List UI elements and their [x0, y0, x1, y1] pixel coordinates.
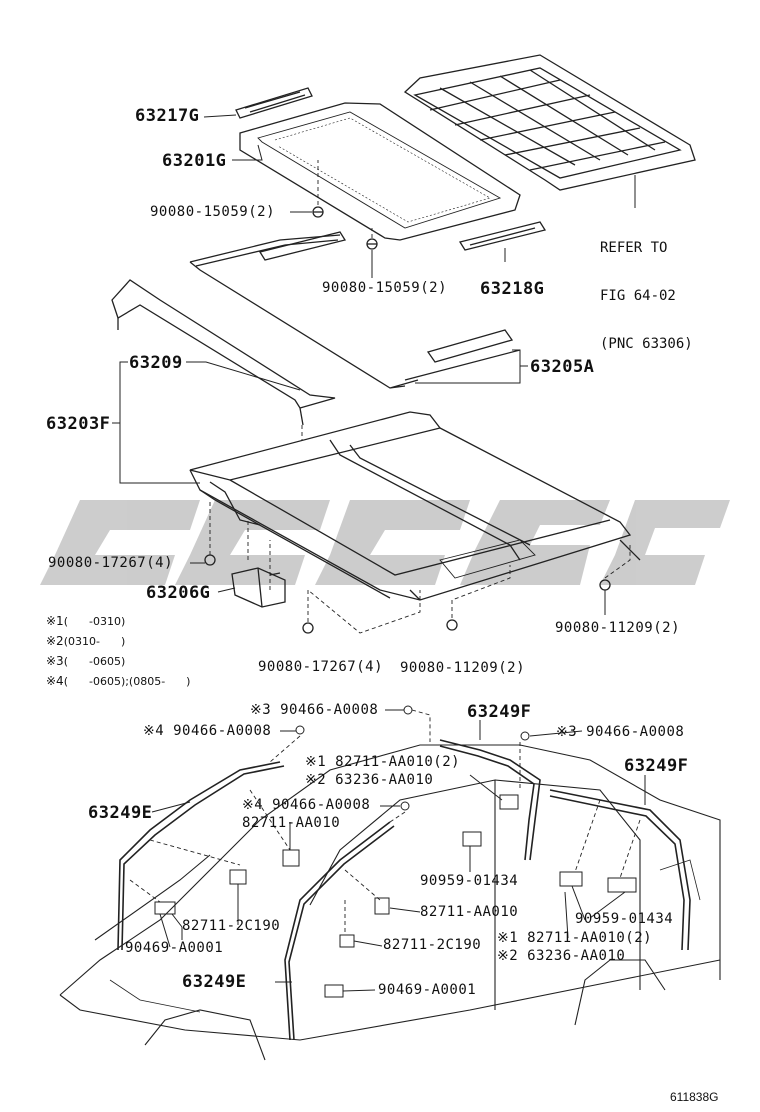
note-2: ※2(0310- ): [46, 634, 125, 648]
leader-lines-lower: [151, 709, 646, 992]
label-90080-17267-a: 90080-17267(4): [48, 555, 174, 571]
drain-hose-63249e-left: [117, 761, 285, 951]
wind-deflector-63209: [111, 279, 336, 426]
label-63249e-bottom: 63249E: [182, 972, 247, 992]
note-4-text: ( -0605);(0805- ): [63, 675, 191, 688]
label-63201g: 63201G: [162, 151, 227, 171]
screw-90080-15059-a: [312, 206, 324, 218]
sunroof-housing-63203f: [189, 411, 641, 601]
label-63249e-left: 63249E: [88, 803, 153, 823]
label-63249f-top: 63249F: [467, 702, 532, 722]
label-63209: 63209: [129, 353, 183, 373]
weatherstrip-63218g: [458, 221, 547, 251]
note-1-mark: ※1: [46, 614, 64, 628]
label-63249f-right: 63249F: [624, 756, 689, 776]
label-a4-90466-top: ※4 90466-A0008: [143, 723, 272, 739]
label-63217g: 63217G: [135, 106, 200, 126]
label-63203f: 63203F: [46, 414, 111, 434]
refer-line-3: (PNC 63306): [600, 336, 693, 352]
label-63205a: 63205A: [530, 357, 595, 377]
label-90959-left: 90959-01434: [420, 873, 519, 889]
drain-frame-63205a: [189, 231, 521, 389]
label-90080-15059-b: 90080-15059(2): [322, 280, 448, 296]
glass-panel-63201g: [239, 102, 521, 241]
note-1: ※1( -0310): [46, 614, 125, 628]
note-3-text: ( -0605): [63, 655, 126, 668]
refer-note: REFER TO FIG 64-02 (PNC 63306): [600, 208, 693, 384]
label-90080-15059-a: 90080-15059(2): [150, 204, 276, 220]
label-90080-11209-a: 90080-11209(2): [555, 620, 681, 636]
note-2-text: (0310- ): [63, 635, 126, 648]
label-a4-90466-mid: ※4 90466-A0008: [242, 797, 371, 813]
label-90959-right: 90959-01434: [575, 911, 674, 927]
note-1-text: ( -0310): [63, 615, 126, 628]
watermark-logo: [40, 500, 730, 585]
label-90080-17267-b: 90080-17267(4): [258, 659, 384, 675]
drain-hose-63249e-bottom: [284, 821, 395, 1041]
label-82711-2c190-mid: 82711-2C190: [383, 937, 482, 953]
figure-id: 611838G: [670, 1090, 719, 1104]
label-82711-2c190-left: 82711-2C190: [182, 918, 281, 934]
drain-hose-63249f-top: [439, 739, 541, 861]
drain-hose-63249f-right: [549, 789, 691, 951]
label-90469-bottom: 90469-A0001: [378, 982, 477, 998]
note-3-mark: ※3: [46, 654, 64, 668]
label-a3-90466-right: ※3 90466-A0008: [556, 724, 685, 740]
motor-63206g: [231, 567, 286, 608]
leader-lines-upper: [112, 114, 636, 615]
dashed-guides-upper: [209, 160, 631, 634]
label-a3-90466-top: ※3 90466-A0008: [250, 702, 379, 718]
label-82711-aa010-mid2: 82711-AA010: [420, 904, 519, 920]
refer-line-1: REFER TO: [600, 240, 668, 256]
label-63218g: 63218G: [480, 279, 545, 299]
sunshade-panel: [403, 54, 696, 191]
label-90080-11209-b: 90080-11209(2): [400, 660, 526, 676]
label-a1-82711-bottom: ※1 82711-AA010(2): [497, 930, 653, 946]
note-2-mark: ※2: [46, 634, 64, 648]
note-4-mark: ※4: [46, 674, 64, 688]
label-a2-63236-bottom: ※2 63236-AA010: [497, 948, 626, 964]
dashed-guides-lower: [129, 709, 641, 935]
refer-line-2: FIG 64-02: [600, 288, 676, 304]
label-63206g: 63206G: [146, 583, 211, 603]
weatherstrip-63217g: [235, 87, 313, 119]
label-90469-left: 90469-A0001: [125, 940, 224, 956]
screw-90080-17267-b: [302, 622, 314, 634]
screw-90080-11209-b: [446, 619, 458, 631]
note-3: ※3( -0605): [46, 654, 125, 668]
label-a2-63236-top: ※2 63236-AA010: [305, 772, 434, 788]
screw-90080-15059-b: [366, 238, 378, 250]
label-82711-aa010-mid: 82711-AA010: [242, 815, 341, 831]
note-4: ※4( -0605);(0805- ): [46, 674, 190, 688]
label-a1-82711-top: ※1 82711-AA010(2): [305, 754, 461, 770]
